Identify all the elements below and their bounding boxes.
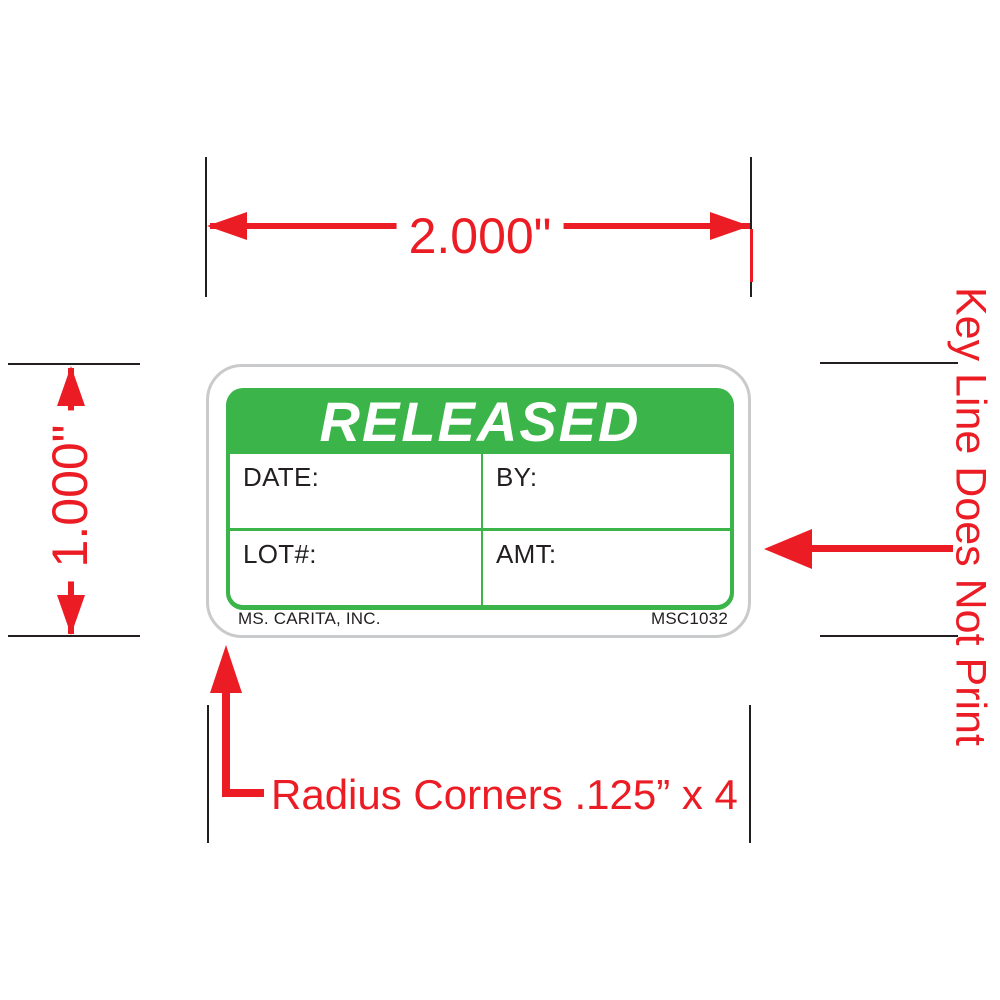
crop-mark-left-top [8,363,140,365]
crop-mark-top-right [750,157,752,297]
date-field-label: DATE: [243,462,320,492]
keyline-arrow-line [808,545,953,552]
radius-corners-note: Radius Corners .125” x 4 [271,771,738,818]
height-dimension-arrowhead-down-icon [57,595,85,635]
amt-field-label: AMT: [496,539,557,569]
crop-mark-top-left [205,157,207,297]
part-number: MSC1032 [651,609,728,628]
width-dimension-label: 2.000" [396,211,564,261]
date-field: DATE: [230,454,481,528]
label-fields-grid: DATE: BY: LOT#: AMT: [230,454,730,605]
crop-mark-bottom-left [207,705,209,843]
height-dimension-arrowhead-up-icon [57,366,85,406]
amt-field: AMT: [483,531,730,605]
lot-field-label: LOT#: [243,539,317,569]
radius-arrowhead-up-icon [210,645,242,693]
released-title: RELEASED [319,389,641,453]
crop-mark-right-bottom [820,635,958,637]
keyline-note: Key Line Does Not Print [946,287,995,746]
crop-mark-left-bottom [8,635,140,637]
width-dimension-arrowhead-right-icon [710,212,750,240]
label-green-panel: RELEASED DATE: BY: LOT#: AMT: [226,388,734,610]
label-proof: RELEASED DATE: BY: LOT#: AMT: MS. CARITA… [206,364,751,638]
by-field: BY: [483,454,730,528]
by-field-label: BY: [496,462,538,492]
height-dimension-label: 1.000" [42,410,98,582]
manufacturer-name: MS. CARITA, INC. [238,609,381,628]
crop-mark-bottom-right [749,705,751,843]
radius-arrow-vertical-line [222,690,230,797]
width-dimension-tick-overlap [750,229,753,282]
radius-arrow-horizontal-line [222,789,264,797]
lot-field: LOT#: [230,531,481,605]
keyline-arrowhead-left-icon [764,529,812,569]
crop-mark-right-top [820,362,958,364]
width-dimension-arrowhead-left-icon [207,212,247,240]
